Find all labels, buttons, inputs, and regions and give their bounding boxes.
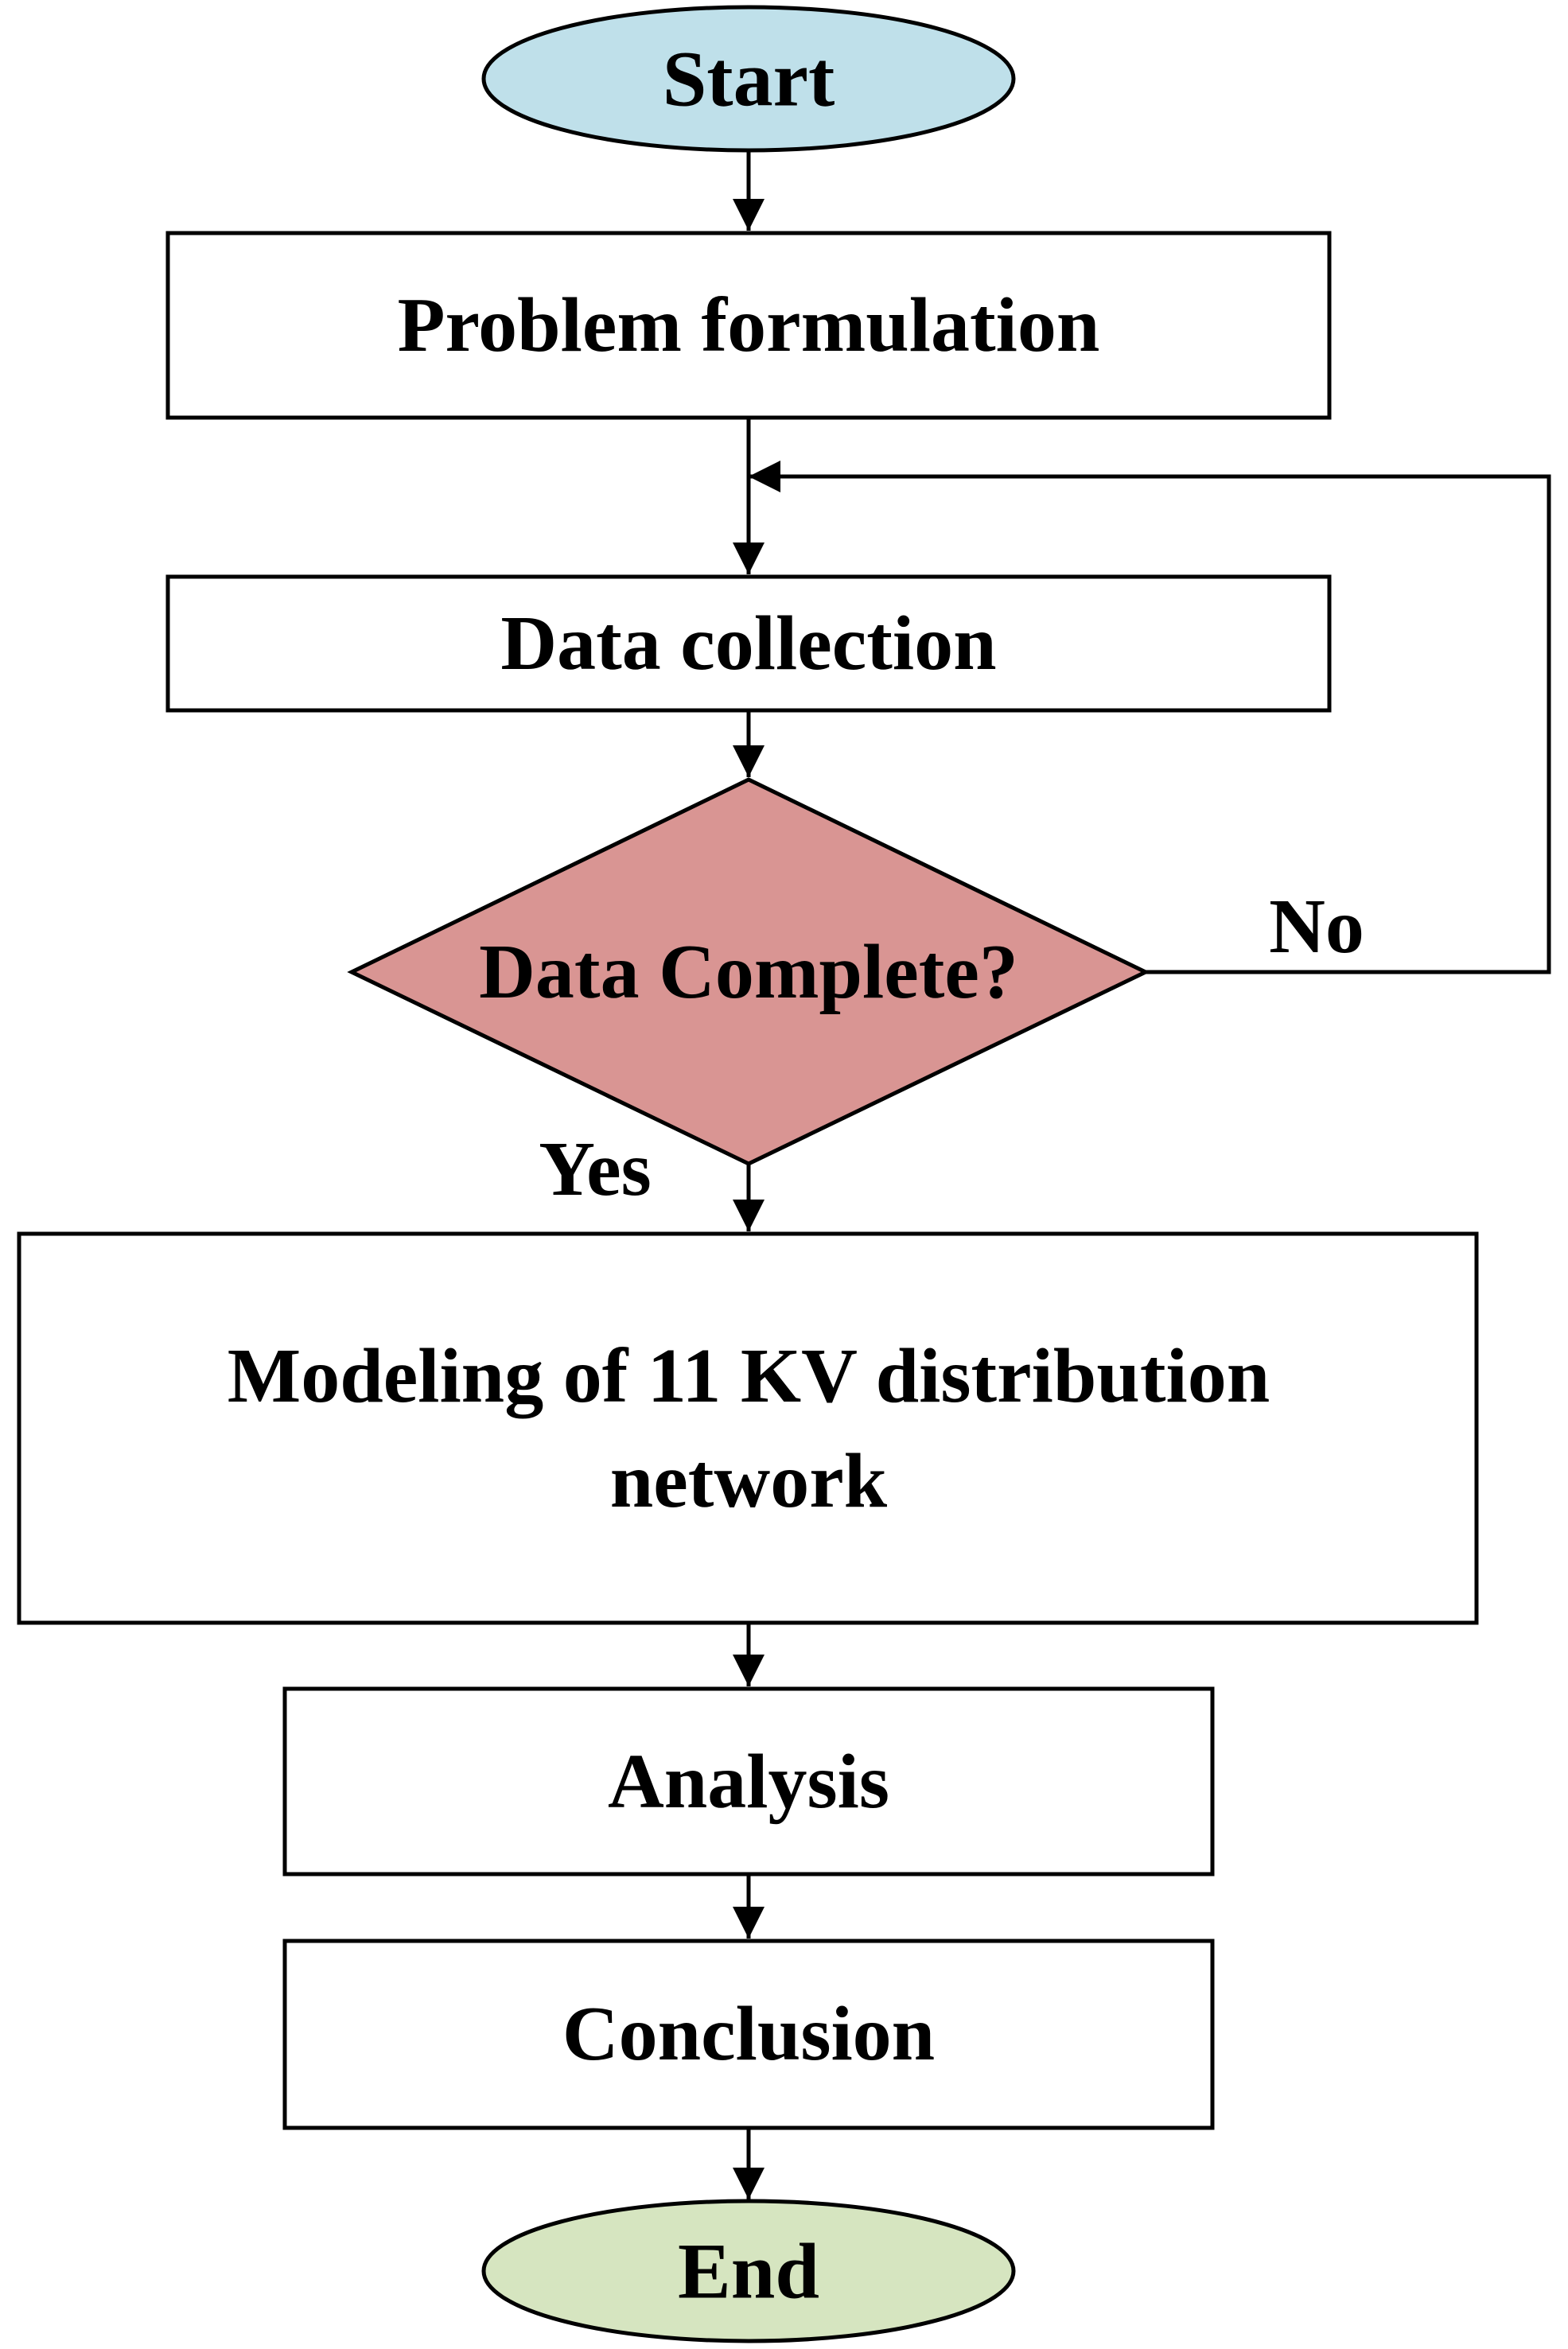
analysis-node: Analysis xyxy=(282,1686,1215,1876)
conclusion-label: Conclusion xyxy=(562,1991,935,2077)
data-collection-node: Data collection xyxy=(165,574,1332,713)
modeling-node: Modeling of 11 KV distribution network xyxy=(17,1231,1479,1625)
end-label: End xyxy=(678,2227,819,2316)
connectors xyxy=(733,151,1551,2199)
problem-formulation-label: Problem formulation xyxy=(398,282,1100,368)
no-branch-label: No xyxy=(1269,884,1364,970)
analysis-box xyxy=(282,1686,1215,1876)
conclusion-box xyxy=(282,1939,1215,2130)
problem-formulation-box xyxy=(165,231,1332,420)
start-terminal-shape xyxy=(481,5,1016,153)
decision-node: Data Complete? xyxy=(347,777,1150,1166)
yes-branch-label: Yes xyxy=(539,1126,652,1212)
modeling-label-line-1: Modeling of 11 KV distribution xyxy=(228,1333,1270,1419)
modeling-label-line-2: network xyxy=(610,1438,888,1524)
data-collection-label: Data collection xyxy=(500,601,996,686)
end-terminal-shape xyxy=(481,2199,1016,2343)
conclusion-node: Conclusion xyxy=(282,1939,1215,2130)
arrow-no-loop-back xyxy=(749,461,1551,974)
start-node: Start xyxy=(481,5,1016,153)
modeling-box xyxy=(17,1231,1479,1625)
problem-formulation-node: Problem formulation xyxy=(165,231,1332,420)
data-collection-box xyxy=(165,574,1332,713)
analysis-label: Analysis xyxy=(608,1739,889,1825)
end-node: End xyxy=(481,2199,1016,2343)
decision-diamond xyxy=(347,777,1150,1166)
start-label: Start xyxy=(663,35,835,123)
decision-label: Data Complete? xyxy=(479,929,1018,1015)
